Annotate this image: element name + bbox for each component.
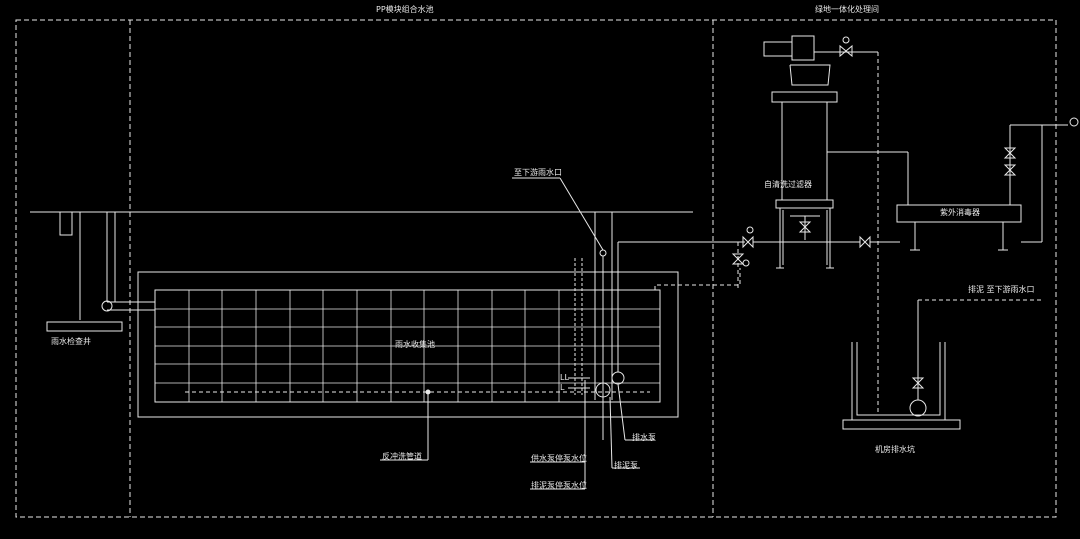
inspection-well xyxy=(46,212,155,332)
label-drain-pump: 排水泵 xyxy=(632,433,656,442)
label-ll: LL xyxy=(560,373,569,382)
label-uv-sterilizer: 紫外消毒器 xyxy=(940,208,980,217)
label-sludge-pump-stop: 排泥泵停泵水位 xyxy=(531,481,587,490)
label-green-room: 绿地一体化处理间 xyxy=(815,5,879,14)
supply-valves xyxy=(731,226,900,290)
uv-sterilizer xyxy=(896,117,1079,251)
self-clean-filter xyxy=(763,35,909,269)
label-self-clean-filter: 自清洗过滤器 xyxy=(764,180,812,189)
label-machine-pit: 机房排水坑 xyxy=(875,445,915,454)
label-rain-tank: 雨水收集池 xyxy=(395,340,435,349)
rain-tank xyxy=(137,271,679,461)
label-backflush-pipe: 反冲洗管道 xyxy=(382,452,422,461)
zone-boundaries xyxy=(15,19,1057,518)
pump-assembly xyxy=(512,177,745,490)
label-supply-pump-stop: 供水泵停泵水位 xyxy=(531,454,587,463)
label-sludge-pump: 排泥泵 xyxy=(614,461,638,470)
machine-pit xyxy=(842,268,1042,430)
label-pp-module: PP模块组合水池 xyxy=(376,5,434,14)
label-to-rain-inlet: 至下游雨水口 xyxy=(514,168,562,177)
label-sludge-to-inlet: 排泥 至下游雨水口 xyxy=(968,285,1035,294)
label-inspection-well: 雨水检查井 xyxy=(51,337,91,346)
label-l: L xyxy=(560,383,565,392)
